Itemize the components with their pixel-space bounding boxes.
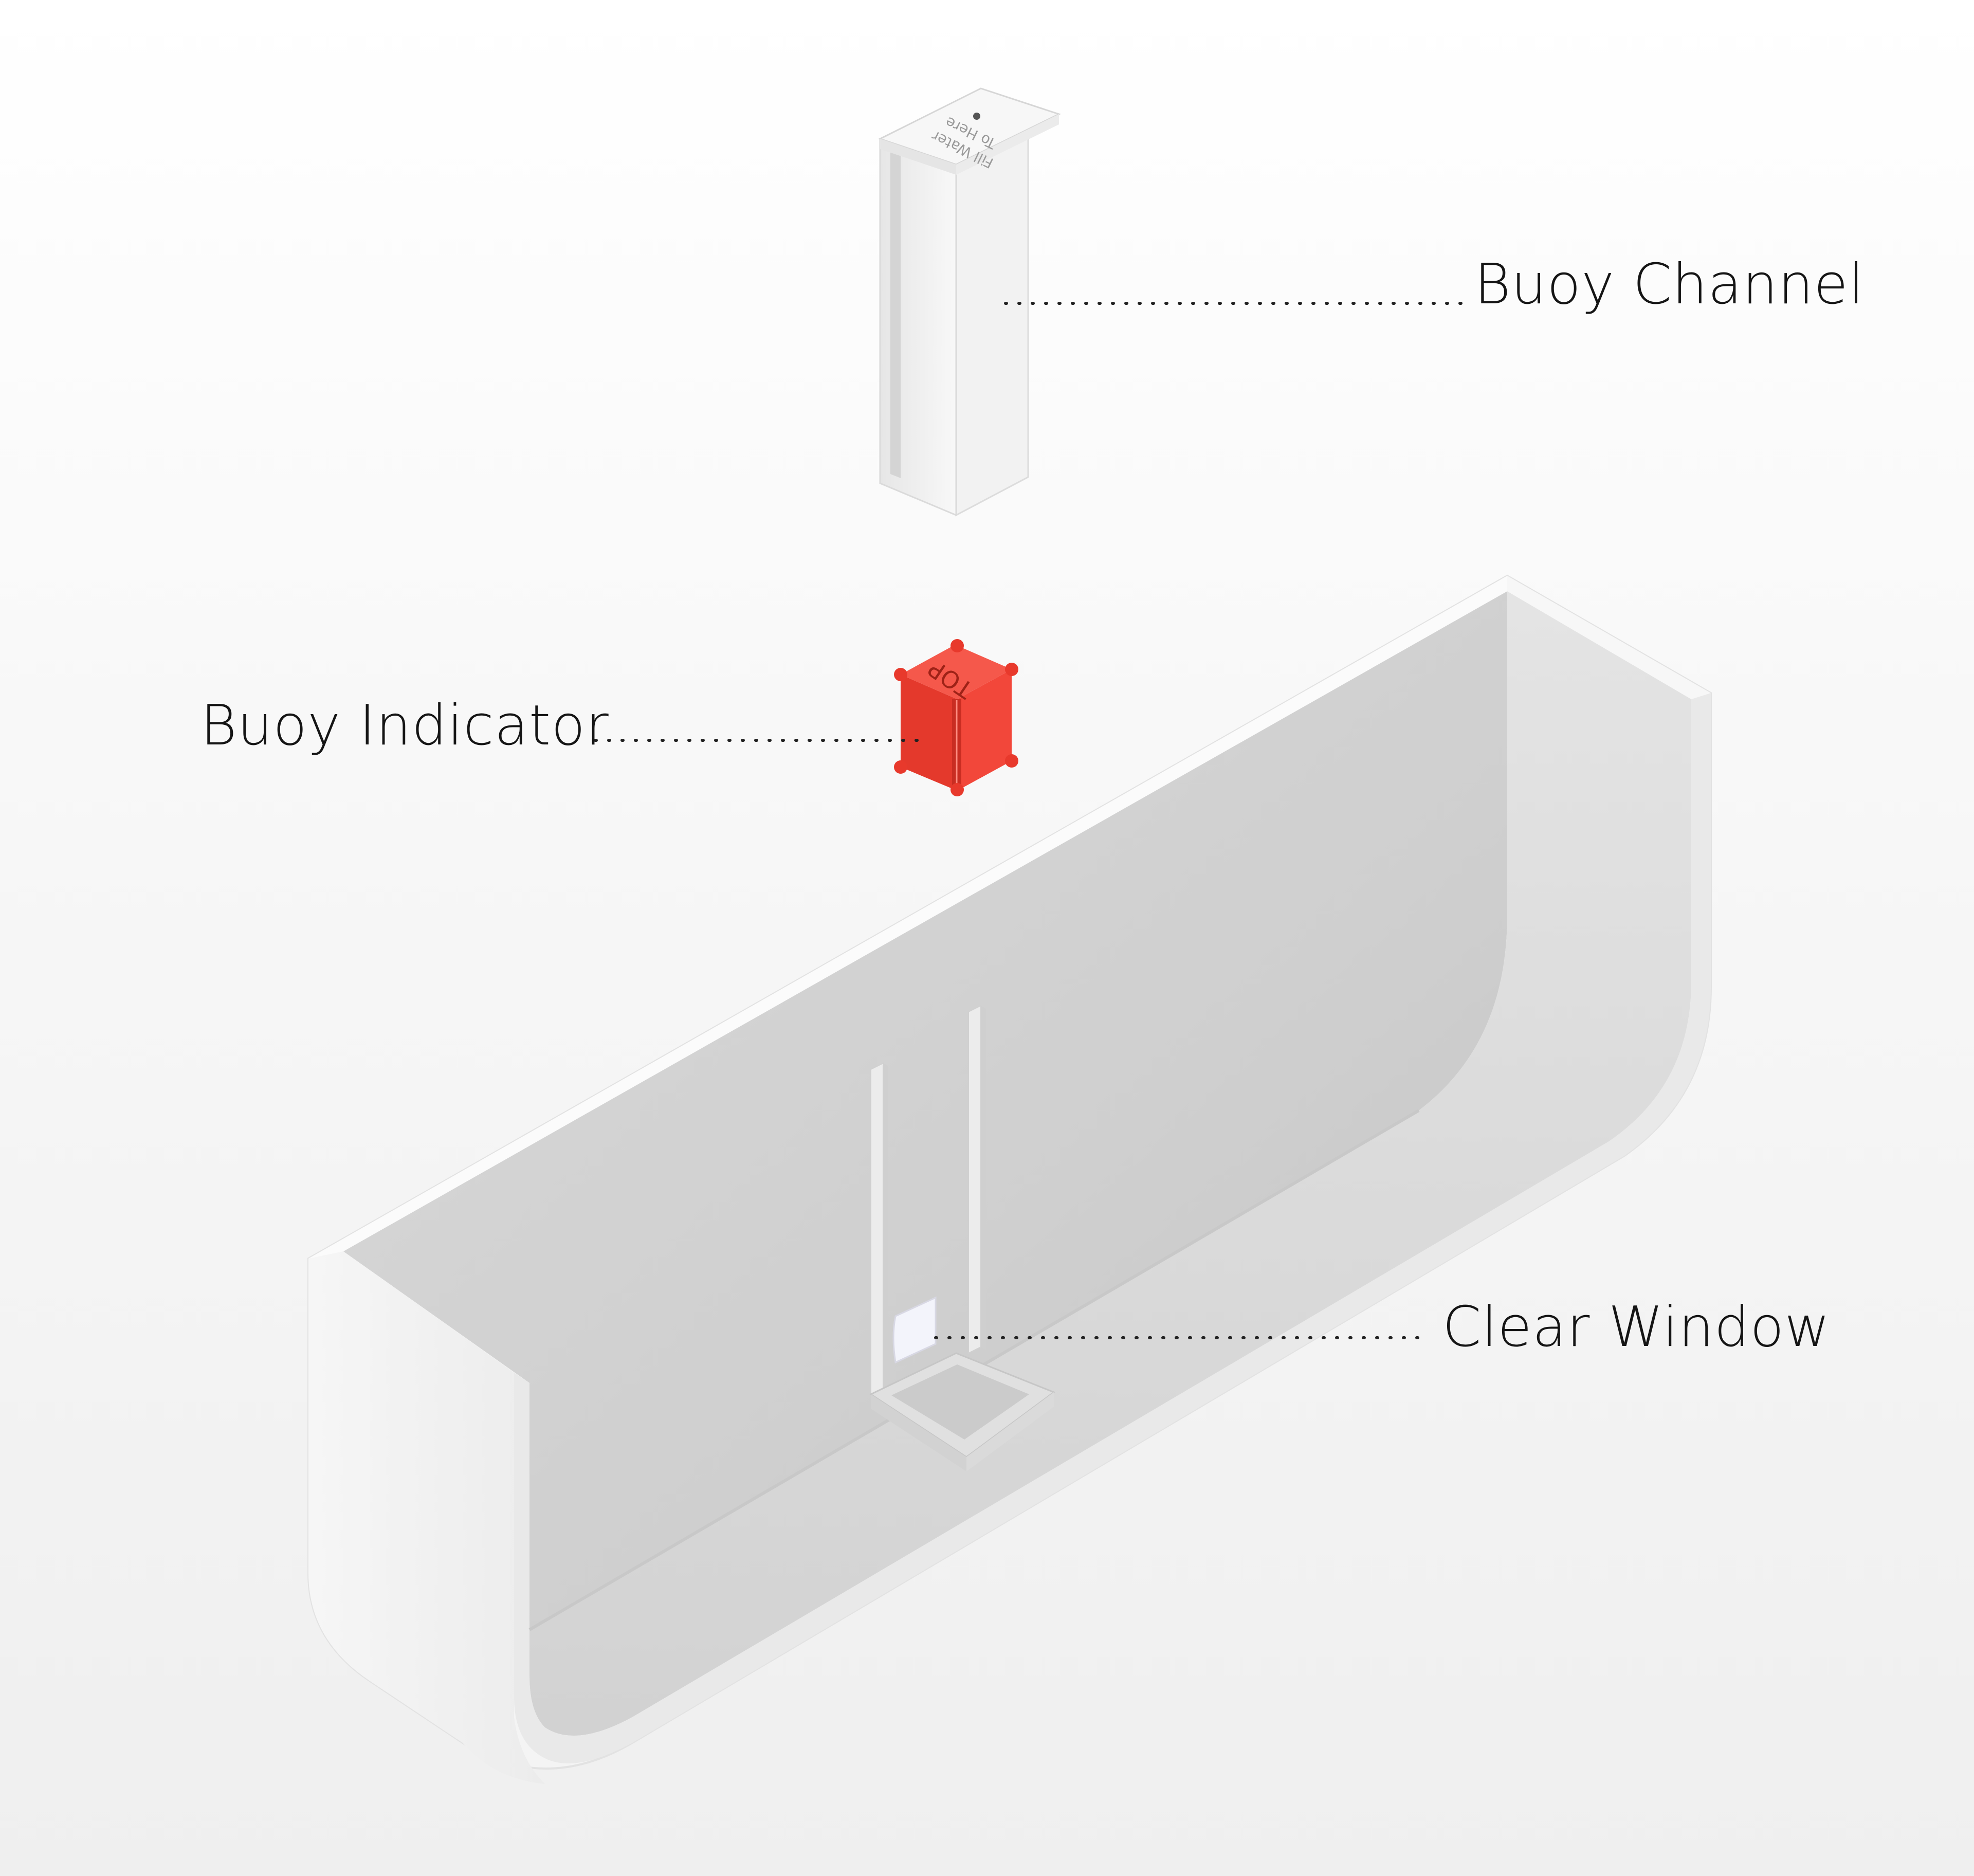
clear-window-label: Clear Window: [1442, 1295, 1831, 1359]
buoy-indicator-part: TOP: [894, 639, 1018, 796]
tank-base-part: [307, 574, 1712, 1784]
clear-window-part: [892, 1296, 937, 1364]
buoy-channel-part: Fill Water To Here: [878, 87, 1061, 517]
buoy-indicator-label: Buoy Indicator: [200, 694, 609, 758]
buoy-channel-label: Buoy Channel: [1474, 252, 1865, 317]
tank-channel-guides: [869, 1005, 1056, 1471]
